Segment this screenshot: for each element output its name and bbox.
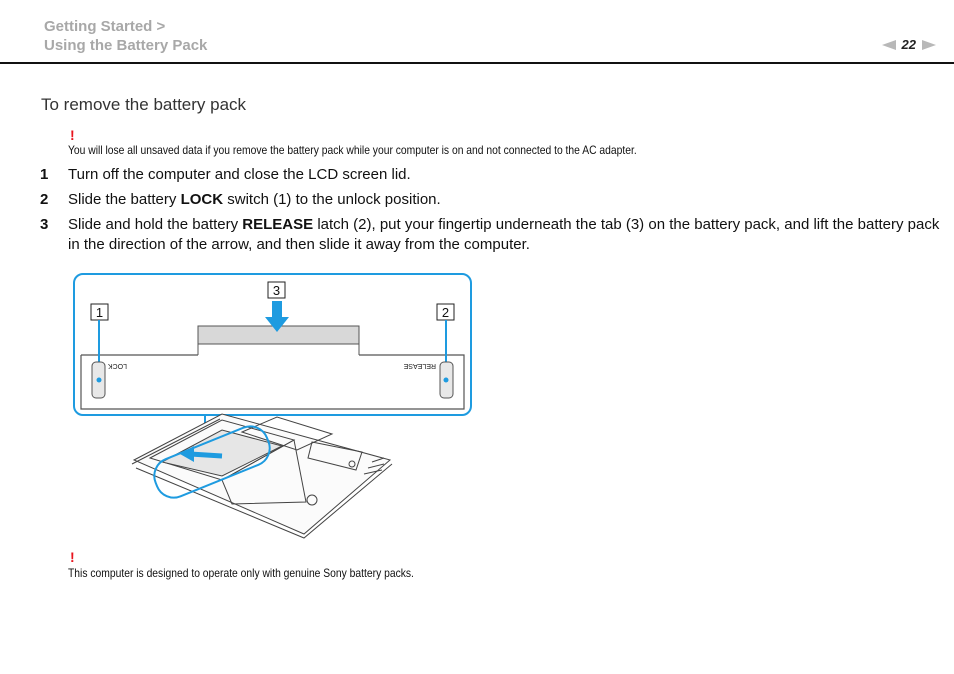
callout-3: 3 — [273, 283, 280, 298]
previous-page-arrow-icon[interactable] — [881, 39, 896, 50]
battery-outline — [80, 354, 465, 410]
page-number: 22 — [901, 37, 916, 52]
step-text: Slide the battery LOCK switch (1) to the… — [68, 191, 441, 208]
caution-note-genuine-battery: This computer is designed to operate onl… — [68, 566, 414, 580]
callout-1: 1 — [96, 305, 103, 320]
down-arrow-icon — [265, 317, 289, 332]
callout-3-box — [267, 281, 286, 299]
page-navigation: 22 — [881, 37, 936, 52]
warning-icon: ! — [70, 549, 75, 565]
step-number: 3 — [40, 216, 49, 233]
step-number: 2 — [40, 191, 49, 208]
breadcrumb[interactable]: Getting Started > Using the Battery Pack — [44, 17, 207, 55]
breadcrumb-section[interactable]: Getting Started > — [44, 18, 166, 35]
caution-note-data-loss: You will lose all unsaved data if you re… — [68, 143, 637, 157]
step-text: Slide and hold the battery RELEASE latch… — [68, 216, 940, 253]
next-page-arrow-icon[interactable] — [922, 39, 936, 50]
section-heading: To remove the battery pack — [41, 95, 247, 114]
lock-label: LOCK — [108, 362, 127, 369]
release-label: RELEASE — [403, 362, 436, 369]
laptop-underside — [131, 413, 393, 539]
battery-area-highlight — [153, 425, 271, 499]
callout-2: 2 — [442, 305, 449, 320]
lock-keyword: LOCK — [180, 191, 224, 208]
slide-arrow-icon — [180, 446, 194, 462]
breadcrumb-page[interactable]: Using the Battery Pack — [44, 37, 208, 54]
header-divider — [0, 62, 954, 64]
release-keyword: RELEASE — [242, 216, 314, 233]
step-text: Turn off the computer and close the LCD … — [68, 166, 411, 183]
warning-icon: ! — [70, 127, 75, 143]
battery-removal-illustration: 3 1 2 LOCK RELEASE — [73, 273, 472, 539]
step-number: 1 — [40, 166, 49, 183]
